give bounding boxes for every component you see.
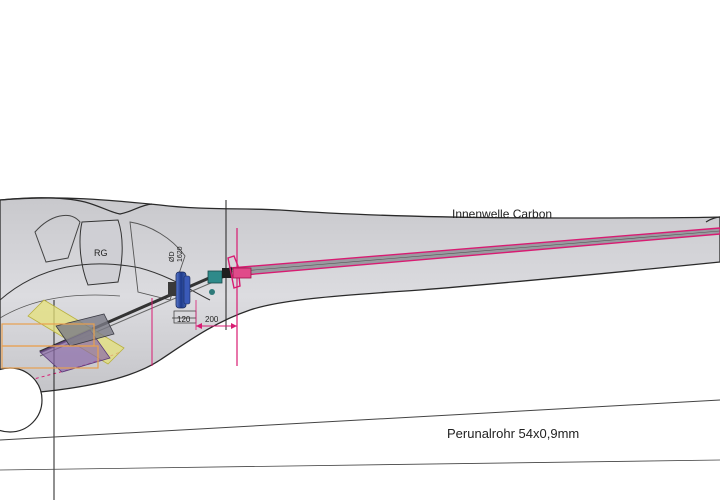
bearing-disc-face [183,275,191,305]
panel-outline-1 [34,214,81,263]
dim-120-label: 120 [177,315,191,324]
orange-box-2 [1,345,99,369]
label-inner-shaft: Innenwelle Carbon [452,207,552,221]
panel-outline-rg [79,219,123,286]
curve-lower-left-2 [0,294,121,319]
dim-200-arrow-left [196,323,202,329]
upper-contour [0,197,153,215]
inner-shaft-centerline [229,230,720,273]
coupling-nut [209,289,215,295]
bearing-label: 1620 [177,246,184,262]
dim-200-label: 200 [205,315,219,324]
label-rg: RG [94,248,108,258]
bearing-hub [168,282,176,296]
coupling-fitting [207,270,223,284]
boom-end-cap [705,216,720,223]
bearing-label-2: ØD [169,252,176,263]
pink-collar [232,267,252,279]
outer-tube-line-top [0,399,720,441]
label-outer-tube: Perunalrohr 54x0,9mm [447,426,579,441]
coupling-fitting-2 [222,268,232,278]
dim-200-arrow-right [231,323,237,329]
outer-tube-line-bottom [0,459,720,471]
grey-component [55,313,115,347]
